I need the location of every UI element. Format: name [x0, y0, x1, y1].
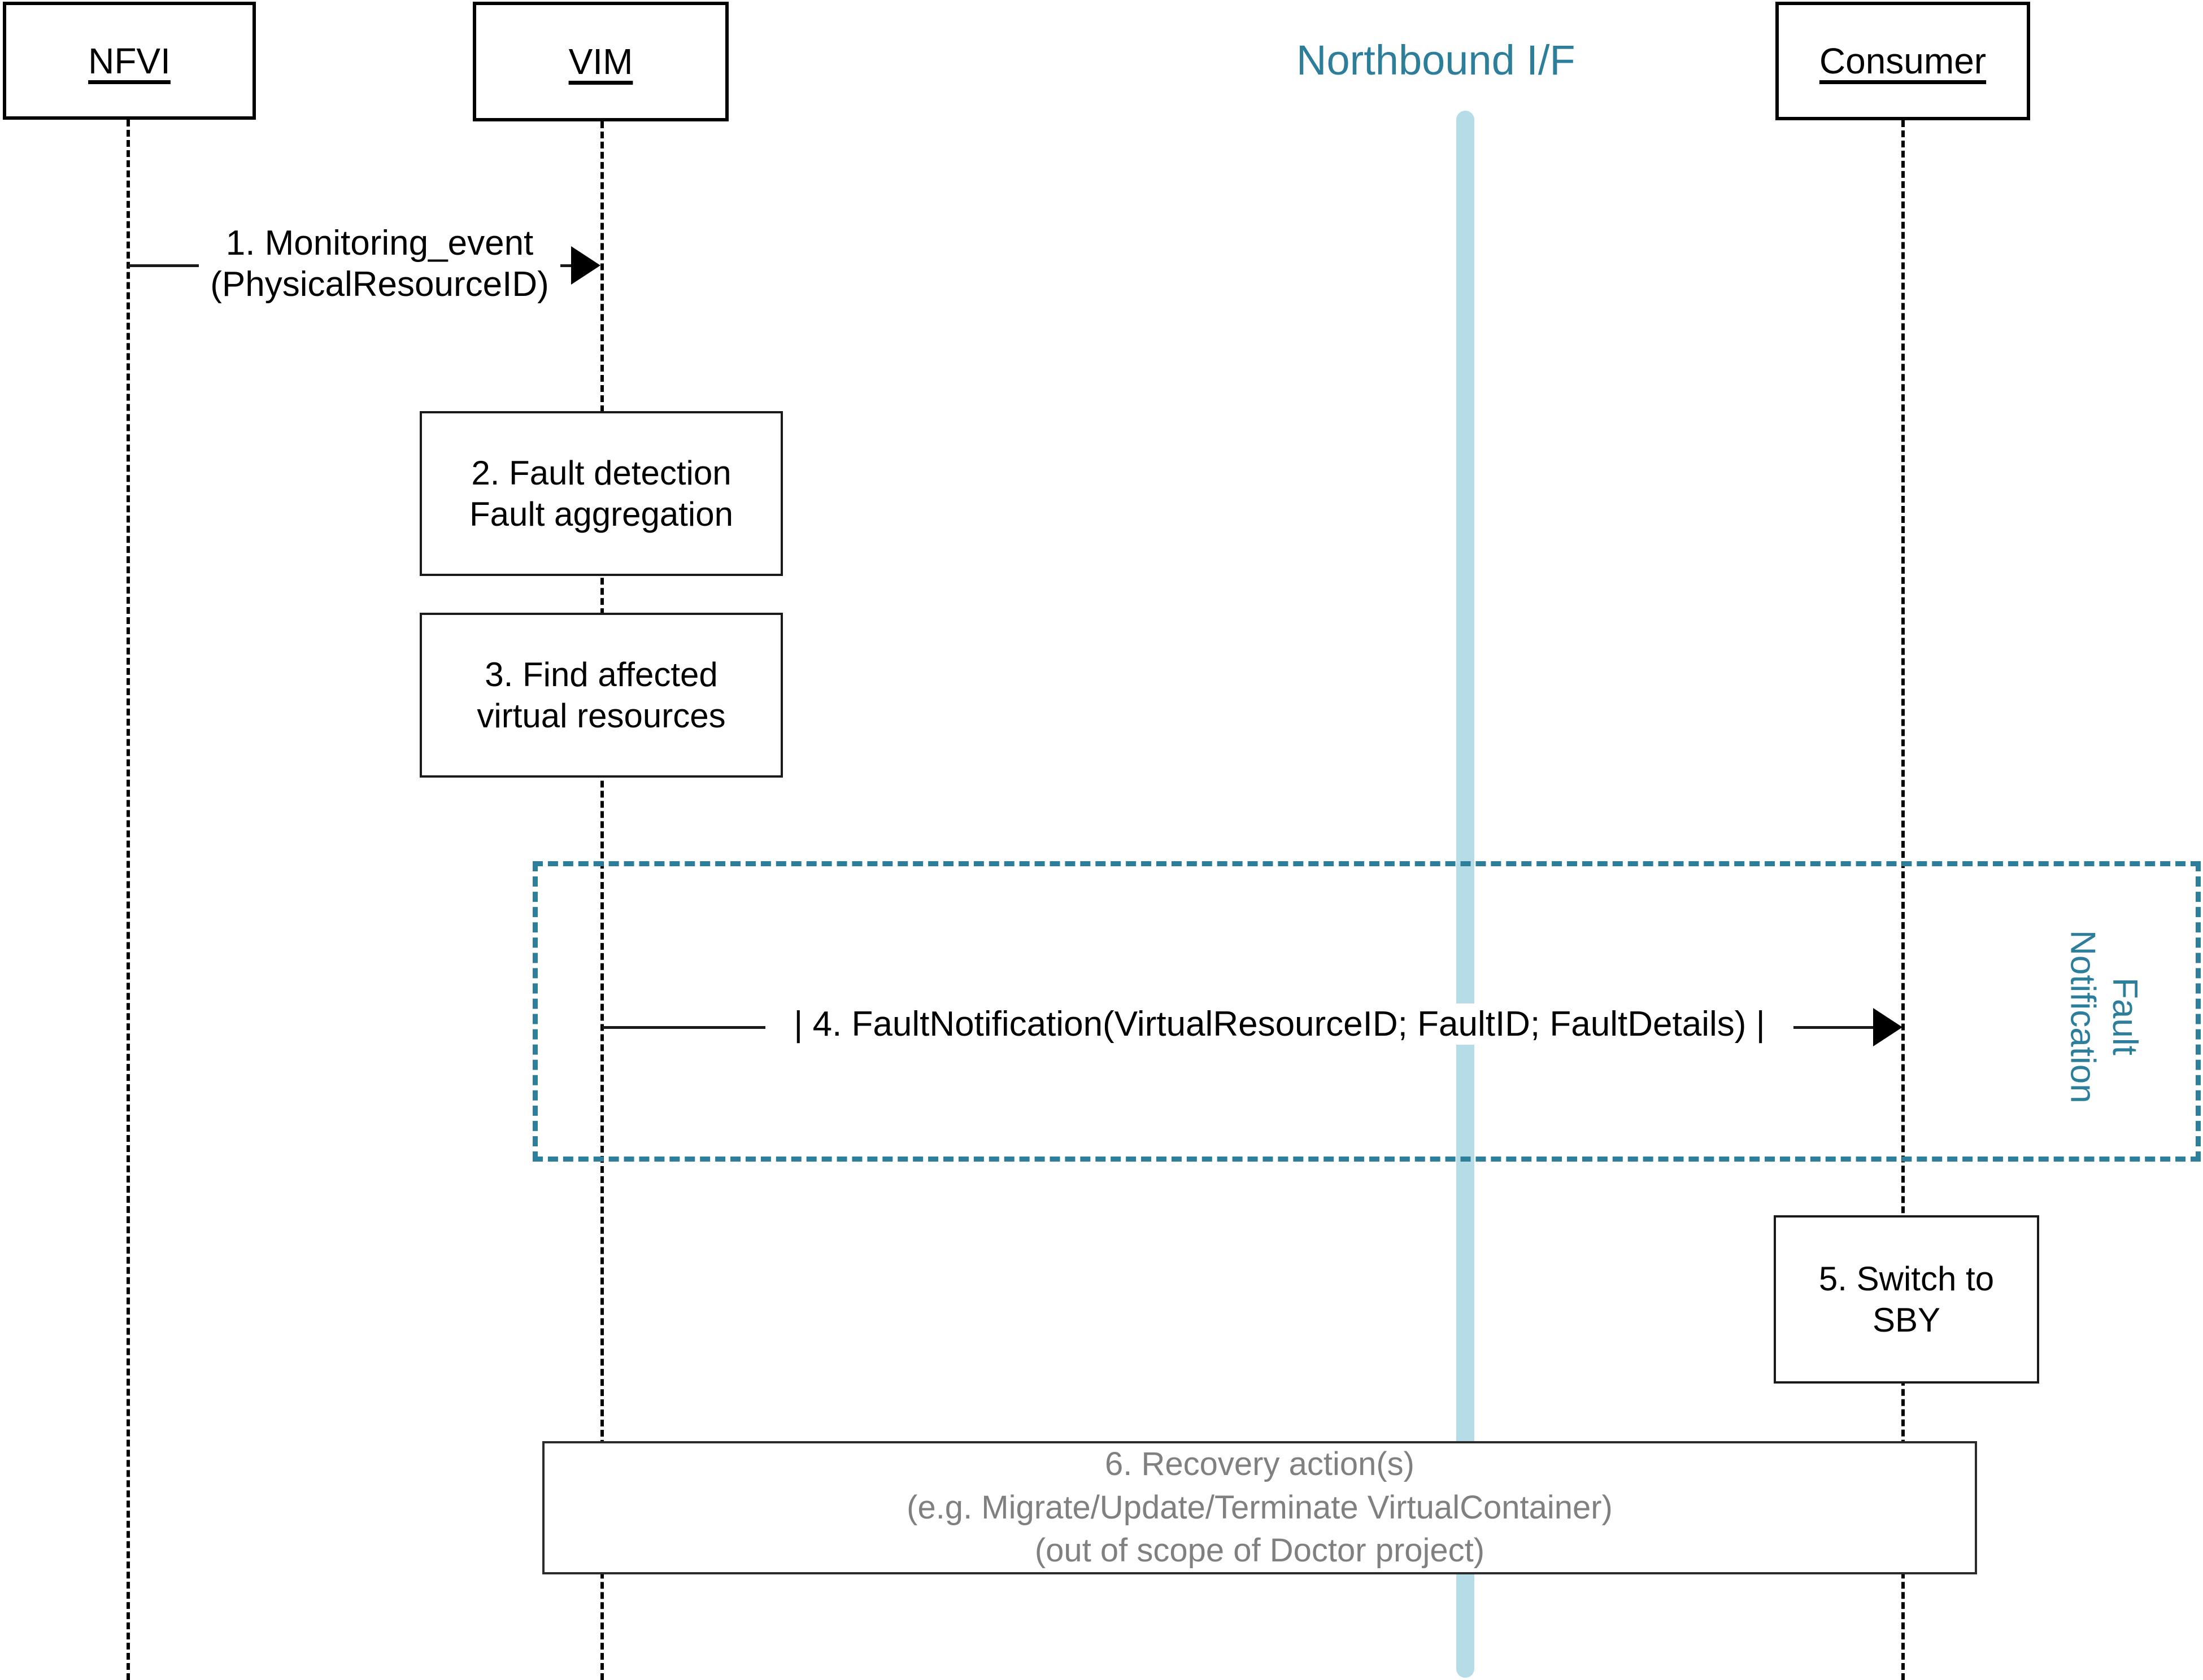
activity-box-2-line-1: 2. Fault detection — [471, 453, 732, 492]
actor-box-vim[interactable]: VIM — [473, 2, 729, 121]
recovery-note-line-3: (out of scope of Doctor project) — [1034, 1532, 1485, 1569]
message-1-label-line-2: (PhysicalResourceID) — [210, 265, 549, 304]
fault-notification-fragment-label: Fault Notification — [2049, 898, 2145, 1135]
actor-box-consumer[interactable]: Consumer — [1775, 2, 2030, 120]
actor-label-consumer: Consumer — [1819, 41, 1987, 81]
lifeline-nfvi — [127, 120, 130, 1680]
message-4-label: | 4. FaultNotification(VirtualResourceID… — [765, 1003, 1793, 1045]
northbound-interface-label: Northbound I/F — [1296, 37, 1575, 84]
activity-box-3-line-1: 3. Find affected — [485, 655, 718, 693]
actor-box-nfvi[interactable]: NFVI — [3, 2, 256, 120]
actor-label-vim: VIM — [568, 41, 633, 82]
message-1-arrow-head — [571, 246, 600, 285]
activity-box-5-line-1: 5. Switch to — [1818, 1259, 1995, 1298]
message-1-label-line-1: 1. Monitoring_event — [225, 224, 534, 263]
fragment-label-line-2: Notification — [2063, 930, 2102, 1103]
northbound-interface-bar — [1456, 111, 1474, 1678]
fragment-label-line-1: Fault — [2105, 978, 2144, 1055]
recovery-note-line-1: 6. Recovery action(s) — [1105, 1446, 1414, 1483]
message-1-label: 1. Monitoring_event (PhysicalResourceID) — [199, 222, 560, 306]
activity-box-3-line-2: virtual resources — [477, 697, 726, 735]
activity-box-switch-to-sby[interactable]: 5. Switch to SBY — [1774, 1215, 2039, 1384]
message-4-label-text: | 4. FaultNotification(VirtualResourceID… — [794, 1005, 1765, 1044]
activity-box-find-affected-resources[interactable]: 3. Find affected virtual resources — [420, 613, 783, 778]
lifeline-consumer — [1901, 120, 1905, 1680]
actor-label-nfvi: NFVI — [88, 40, 171, 81]
activity-box-fault-detection[interactable]: 2. Fault detection Fault aggregation — [420, 411, 783, 576]
activity-box-2-line-2: Fault aggregation — [469, 495, 733, 533]
recovery-actions-note[interactable]: 6. Recovery action(s) (e.g. Migrate/Upda… — [542, 1441, 1977, 1574]
recovery-note-line-2: (e.g. Migrate/Update/Terminate VirtualCo… — [907, 1489, 1613, 1526]
message-4-arrow-head — [1873, 1008, 1902, 1046]
lifeline-vim — [600, 121, 604, 1680]
fault-notification-fragment — [533, 861, 2201, 1162]
activity-box-5-line-2: SBY — [1872, 1301, 1941, 1339]
